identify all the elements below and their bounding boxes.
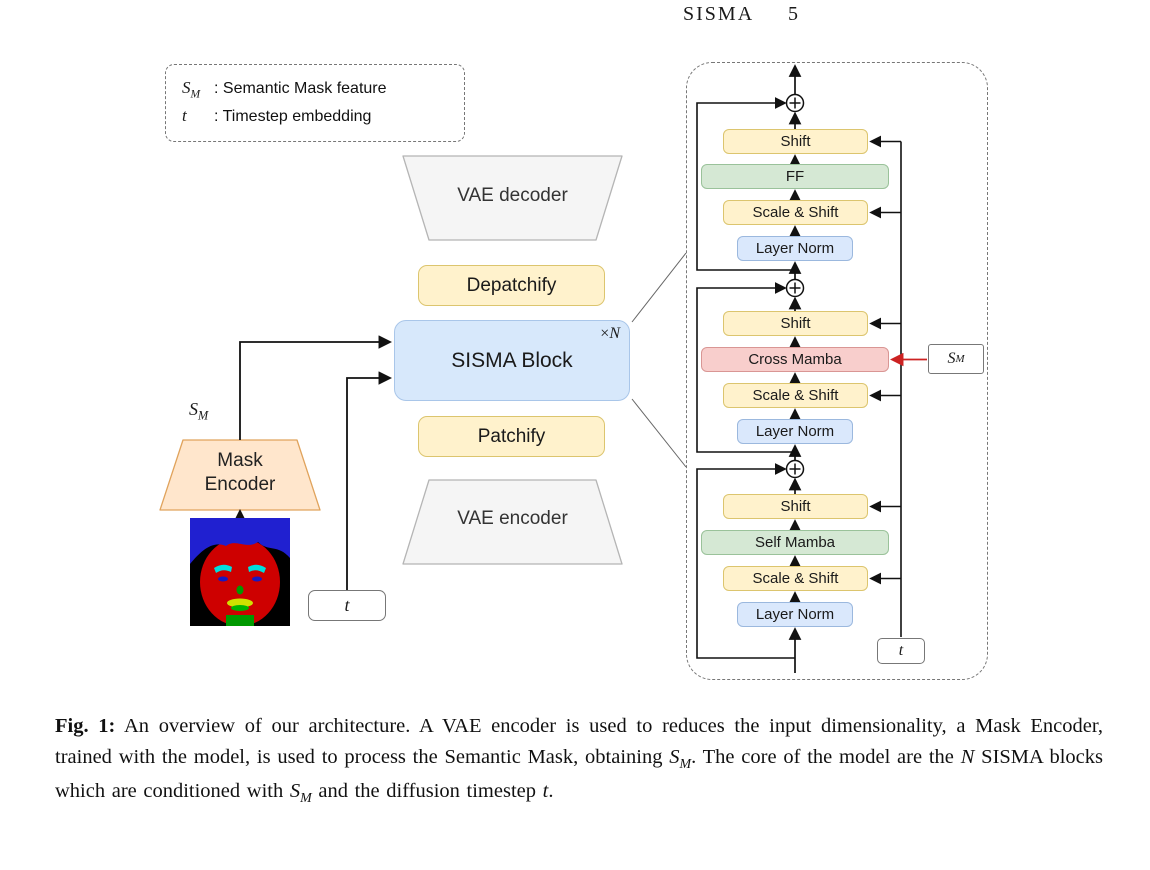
sisma-block-label: SISMA Block xyxy=(451,348,573,372)
zoom-connector-top xyxy=(631,252,687,323)
zoom-connector-bottom xyxy=(631,398,687,468)
residual-skip-line xyxy=(696,463,795,659)
scale-shift-block: Scale & Shift xyxy=(723,383,868,408)
vae-decoder-label: VAE decoder xyxy=(457,185,568,206)
residual-skip-line xyxy=(696,282,795,453)
timestep-box: t xyxy=(308,590,386,621)
running-title: SISMA xyxy=(683,3,755,25)
t-symbol: t xyxy=(182,105,187,125)
add-icon xyxy=(785,93,805,113)
repeat-count-label: ×N xyxy=(600,325,620,342)
mask-encoder-label: Mask Encoder xyxy=(204,450,276,495)
sm-to-sisma-arrow xyxy=(239,335,393,440)
layer-norm-block: Layer Norm xyxy=(737,602,853,627)
semantic-mask-image xyxy=(190,518,290,626)
legend-box: SM : Semantic Mask feature t : Timestep … xyxy=(165,64,465,142)
scale-shift-block: Scale & Shift xyxy=(723,566,868,591)
layer-norm-block: Layer Norm xyxy=(737,419,853,444)
shift-block: Shift xyxy=(723,129,868,154)
sm-symbol: SM xyxy=(182,77,201,101)
residual-skip-line xyxy=(696,97,795,271)
depatchify-block: Depatchify xyxy=(418,265,605,306)
legend-text: : Semantic Mask feature xyxy=(214,79,387,97)
residual-skips xyxy=(696,97,795,659)
caption-label: Fig. 1: xyxy=(55,715,116,737)
page-number: 5 xyxy=(788,3,798,25)
t-to-sisma-arrow xyxy=(346,371,393,590)
self-mamba-block: Self Mamba xyxy=(701,530,889,555)
scale-shift-block: Scale & Shift xyxy=(723,200,868,225)
legend-item-sm: SM : Semantic Mask feature xyxy=(182,78,448,100)
shift-block: Shift xyxy=(723,494,868,519)
vae-decoder-shape xyxy=(402,155,623,241)
figure-caption: Fig. 1: An overview of our architecture.… xyxy=(55,715,1104,806)
sisma-block: SISMA Block ×N xyxy=(394,320,630,401)
timestep-conditioning xyxy=(869,135,902,637)
legend-text: : Timestep embedding xyxy=(214,107,372,125)
caption-text: An overview of our architecture. A VAE e… xyxy=(55,715,1104,769)
sm-feature-label: SM xyxy=(189,399,209,423)
cross-mamba-block: Cross Mamba xyxy=(701,347,889,372)
layer-norm-block: Layer Norm xyxy=(737,236,853,261)
sisma-block-detail-panel xyxy=(686,62,988,680)
add-icon xyxy=(785,459,805,479)
mask-encoder-shape xyxy=(159,439,321,511)
add-icon xyxy=(785,278,805,298)
patchify-block: Patchify xyxy=(418,416,605,457)
diagram-connectors-layer xyxy=(159,64,927,673)
add-nodes xyxy=(785,93,805,479)
shift-block: Shift xyxy=(723,311,868,336)
vae-encoder-label: VAE encoder xyxy=(457,508,568,529)
feed-forward-block: FF xyxy=(701,164,889,189)
vae-encoder-shape xyxy=(402,479,623,565)
timestep-box-detail: t xyxy=(877,638,925,664)
legend-item-t: t : Timestep embedding xyxy=(182,106,448,128)
